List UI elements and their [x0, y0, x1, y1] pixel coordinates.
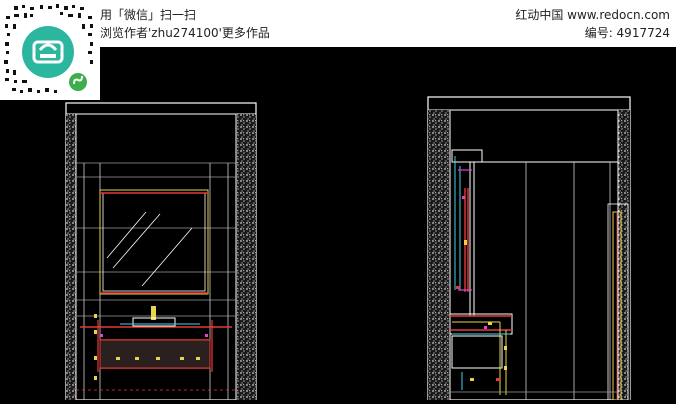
left-elevation [65, 102, 257, 401]
cloud-logo-icon [22, 26, 74, 78]
left-wall-hatch [428, 110, 450, 400]
cad-drawing-canvas [0, 47, 676, 401]
author-more-works-link[interactable]: 浏览作者'zhu274100'更多作品 [100, 26, 270, 40]
cad-elevation-drawing [65, 96, 631, 401]
right-wall-hatch [236, 114, 256, 400]
right-elevation [427, 96, 631, 401]
left-wall-hatch [66, 114, 76, 400]
qr-code[interactable] [0, 0, 100, 100]
image-id-text: 编号: 4917724 [584, 26, 670, 40]
page-header: 用「微信」扫一扫 浏览作者'zhu274100'更多作品 红动中国 www.re… [0, 0, 676, 47]
wechat-scan-text: 用「微信」扫一扫 [100, 8, 197, 22]
qr-code-icon [0, 0, 100, 100]
faucet-symbol [120, 306, 200, 327]
site-brand-text[interactable]: 红动中国 www.redocn.com [515, 8, 670, 22]
